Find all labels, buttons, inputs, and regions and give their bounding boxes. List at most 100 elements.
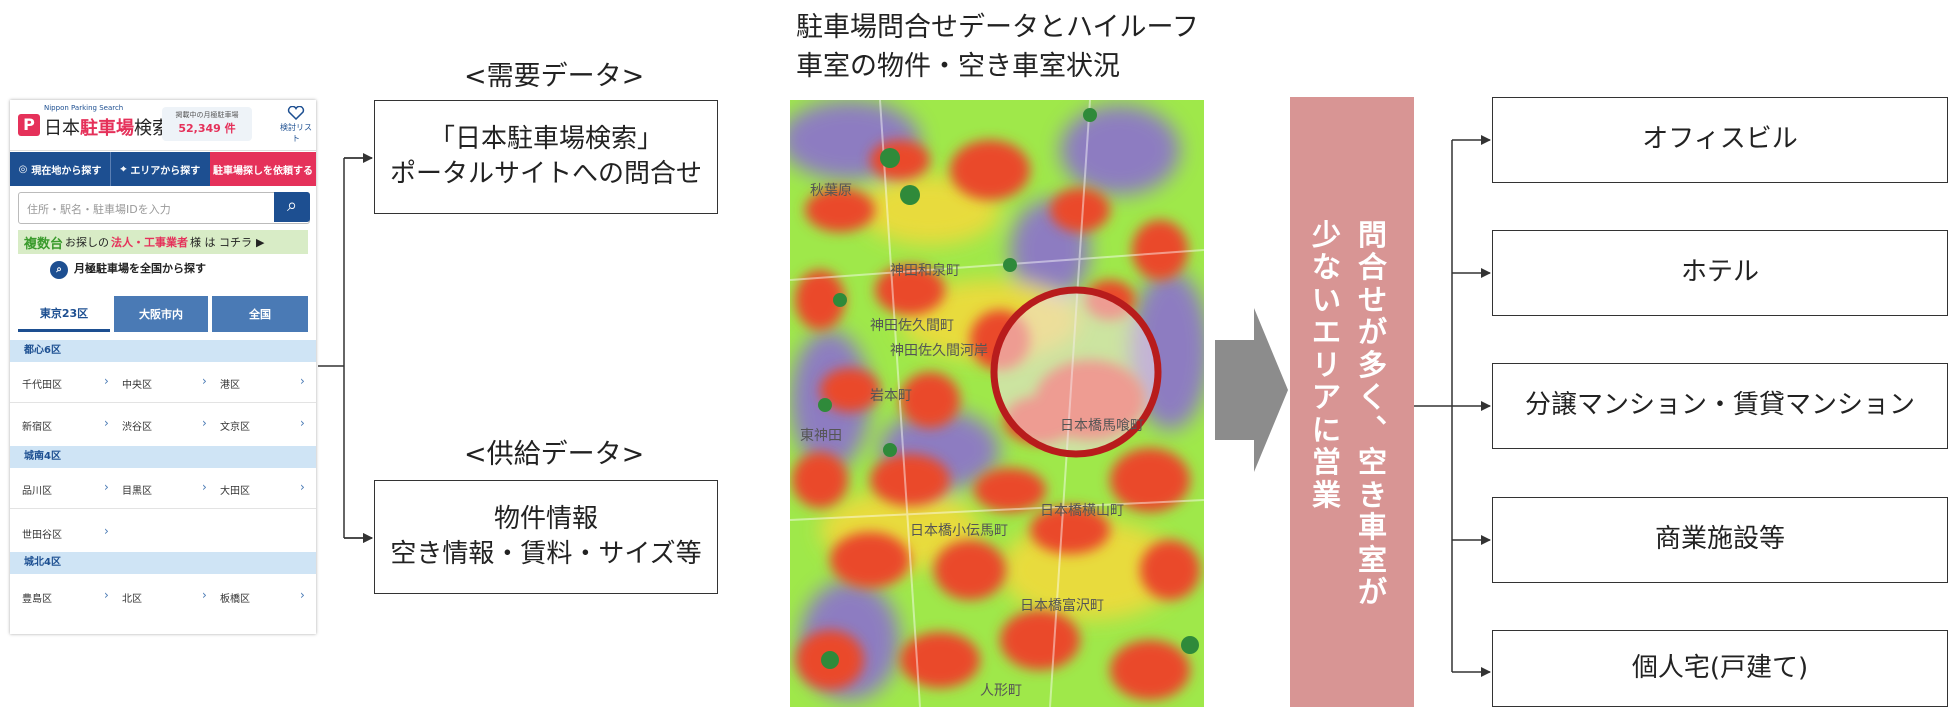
bracket-arrow: [318, 157, 372, 538]
nav-request[interactable]: 駐車場探しを依頼する: [210, 152, 316, 186]
strategy-char: せ: [1358, 282, 1388, 317]
map-label: 日本橋小伝馬町: [910, 523, 1008, 539]
strategy-char: 合: [1358, 250, 1388, 285]
section-header: 城北4区: [10, 552, 316, 574]
strategy-char: ︑: [1358, 412, 1388, 447]
demand-data-box: 「日本駐車場検索」 ポータルサイトへの問合せ: [374, 100, 718, 214]
ward-link[interactable]: 港区: [220, 380, 240, 391]
logo-text: 日本駐車場検索: [44, 118, 170, 139]
supply-line-1: 物件情報: [493, 503, 598, 534]
strategy-char: い: [1312, 282, 1342, 317]
supply-line-2: 空き情報・賃料・サイズ等: [390, 539, 702, 569]
chevron-right-icon: ›: [300, 480, 305, 494]
favorites-button[interactable]: 検討リスト: [278, 105, 314, 144]
strategy-char: き: [1358, 477, 1388, 512]
demand-data-header: <需要データ>: [464, 61, 645, 92]
ward-link[interactable]: 豊島区: [22, 594, 52, 605]
heatmap-caption-line-1: 駐車場問合せデータとハイルーフ: [796, 12, 1199, 43]
search-icon: ⌕: [50, 261, 68, 279]
chevron-right-icon: ›: [104, 374, 109, 388]
ward-link[interactable]: 品川区: [22, 486, 52, 497]
map-markers: [818, 108, 1199, 669]
map-label: 秋葉原: [810, 183, 852, 199]
ward-link[interactable]: 世田谷区: [22, 530, 62, 541]
strategy-char: な: [1312, 250, 1342, 285]
strategy-char: 空: [1358, 445, 1388, 480]
ward-link[interactable]: 渋谷区: [122, 422, 152, 433]
strategy-char: エ: [1312, 315, 1342, 350]
strategy-char: ア: [1312, 380, 1342, 415]
chevron-right-icon: ›: [104, 480, 109, 494]
strategy-char: 室: [1358, 542, 1388, 577]
tab-nationwide[interactable]: 全国: [212, 296, 308, 332]
map-label: 神田佐久間河岸: [890, 343, 988, 359]
heart-icon: [287, 105, 305, 121]
listing-count: 掲載中の月極駐車場 52,349 件: [162, 107, 252, 141]
strategy-char: が: [1358, 315, 1388, 350]
chevron-right-icon: ›: [300, 416, 305, 430]
target-mansion: 分譲マンション・賃貸マンション: [1492, 363, 1948, 449]
triangle-right-icon: ▶: [256, 235, 265, 249]
strategy-char: 問: [1358, 218, 1388, 252]
focus-circle: [990, 286, 1162, 458]
chevron-right-icon: ›: [300, 374, 305, 388]
demand-line-2: ポータルサイトへの問合せ: [389, 159, 702, 189]
tab-osaka[interactable]: 大阪市内: [114, 296, 208, 332]
strategy-char: く: [1358, 380, 1388, 415]
strategy-char: 車: [1358, 510, 1388, 545]
map-label: 岩本町: [870, 388, 912, 404]
section-header: 城南4区: [10, 446, 316, 468]
strategy-char: 業: [1312, 477, 1342, 512]
strategy-char: リ: [1312, 347, 1342, 382]
map-label: 神田和泉町: [890, 262, 960, 279]
strategy-text-right: 問合せが多く︑空き車室が: [1358, 219, 1387, 609]
section-header: 都心6区: [10, 340, 316, 362]
strategy-char: 営: [1312, 445, 1342, 480]
strategy-text-left: 少ないエリアに営業: [1312, 218, 1342, 512]
chevron-right-icon: ›: [202, 480, 207, 494]
chevron-right-icon: ›: [300, 588, 305, 602]
strategy-char: 少: [1312, 218, 1342, 252]
ward-link[interactable]: 北区: [122, 594, 142, 605]
portal-header: Nippon Parking Search P 日本駐車場検索 掲載中の月極駐車…: [10, 100, 316, 151]
strategy-char: 多: [1358, 347, 1388, 382]
chevron-right-icon: ›: [104, 524, 109, 538]
big-arrow-icon: [1215, 308, 1288, 472]
location-icon: ◎: [18, 163, 28, 175]
target-hotel: ホテル: [1492, 230, 1948, 316]
heatmap-caption: 駐車場問合せデータとハイルーフ 車室の物件・空き車室状況: [796, 8, 1199, 86]
ward-link[interactable]: 文京区: [220, 422, 250, 433]
ward-link[interactable]: 板橋区: [220, 594, 250, 605]
nationwide-search-link[interactable]: ⌕月極駐車場を全国から探す: [50, 260, 206, 279]
target-commercial: 商業施設等: [1492, 497, 1948, 583]
nav-area[interactable]: ⌖エリアから探す: [110, 152, 210, 186]
map-pin-icon: ⌖: [120, 163, 127, 175]
chevron-right-icon: ›: [104, 416, 109, 430]
search-icon[interactable]: ⌕: [274, 192, 310, 222]
ward-link[interactable]: 中央区: [122, 380, 152, 391]
ward-link[interactable]: 千代田区: [22, 380, 62, 391]
tab-tokyo23[interactable]: 東京23区: [18, 296, 110, 332]
logo-p-icon: P: [18, 114, 40, 136]
supply-data-header: <供給データ>: [464, 439, 645, 470]
heatmap-caption-line-2: 車室の物件・空き車室状況: [796, 51, 1120, 83]
target-house: 個人宅(戸建て): [1492, 630, 1948, 707]
ward-link[interactable]: 新宿区: [22, 422, 52, 433]
strategy-char: が: [1358, 575, 1388, 610]
map-label: 日本橋富沢町: [1020, 597, 1104, 614]
nav-current-location[interactable]: ◎現在地から探す: [10, 152, 110, 186]
chevron-right-icon: ›: [104, 588, 109, 602]
parking-heatmap: 秋葉原 神田和泉町 神田佐久間町 神田佐久間河岸 日本橋馬喰町 日本橋小伝馬町 …: [790, 100, 1204, 707]
bulk-search-banner[interactable]: 複数台お探しの法人・工事業者様 は コチラ▶: [18, 230, 308, 254]
ward-link[interactable]: 大田区: [220, 486, 250, 497]
demand-line-1: 「日本駐車場検索」: [428, 123, 663, 154]
map-label: 神田佐久間町: [870, 318, 954, 334]
map-label: 東神田: [800, 428, 842, 444]
chevron-right-icon: ›: [202, 416, 207, 430]
logo-subtitle: Nippon Parking Search: [44, 104, 124, 112]
ward-link[interactable]: 目黒区: [122, 486, 152, 497]
search-input[interactable]: 住所・駅名・駐車場IDを入力 ⌕: [18, 192, 310, 224]
sales-strategy-box: 問合せが多く︑空き車室が 少ないエリアに営業: [1290, 97, 1414, 707]
target-office: オフィスビル: [1492, 97, 1948, 183]
